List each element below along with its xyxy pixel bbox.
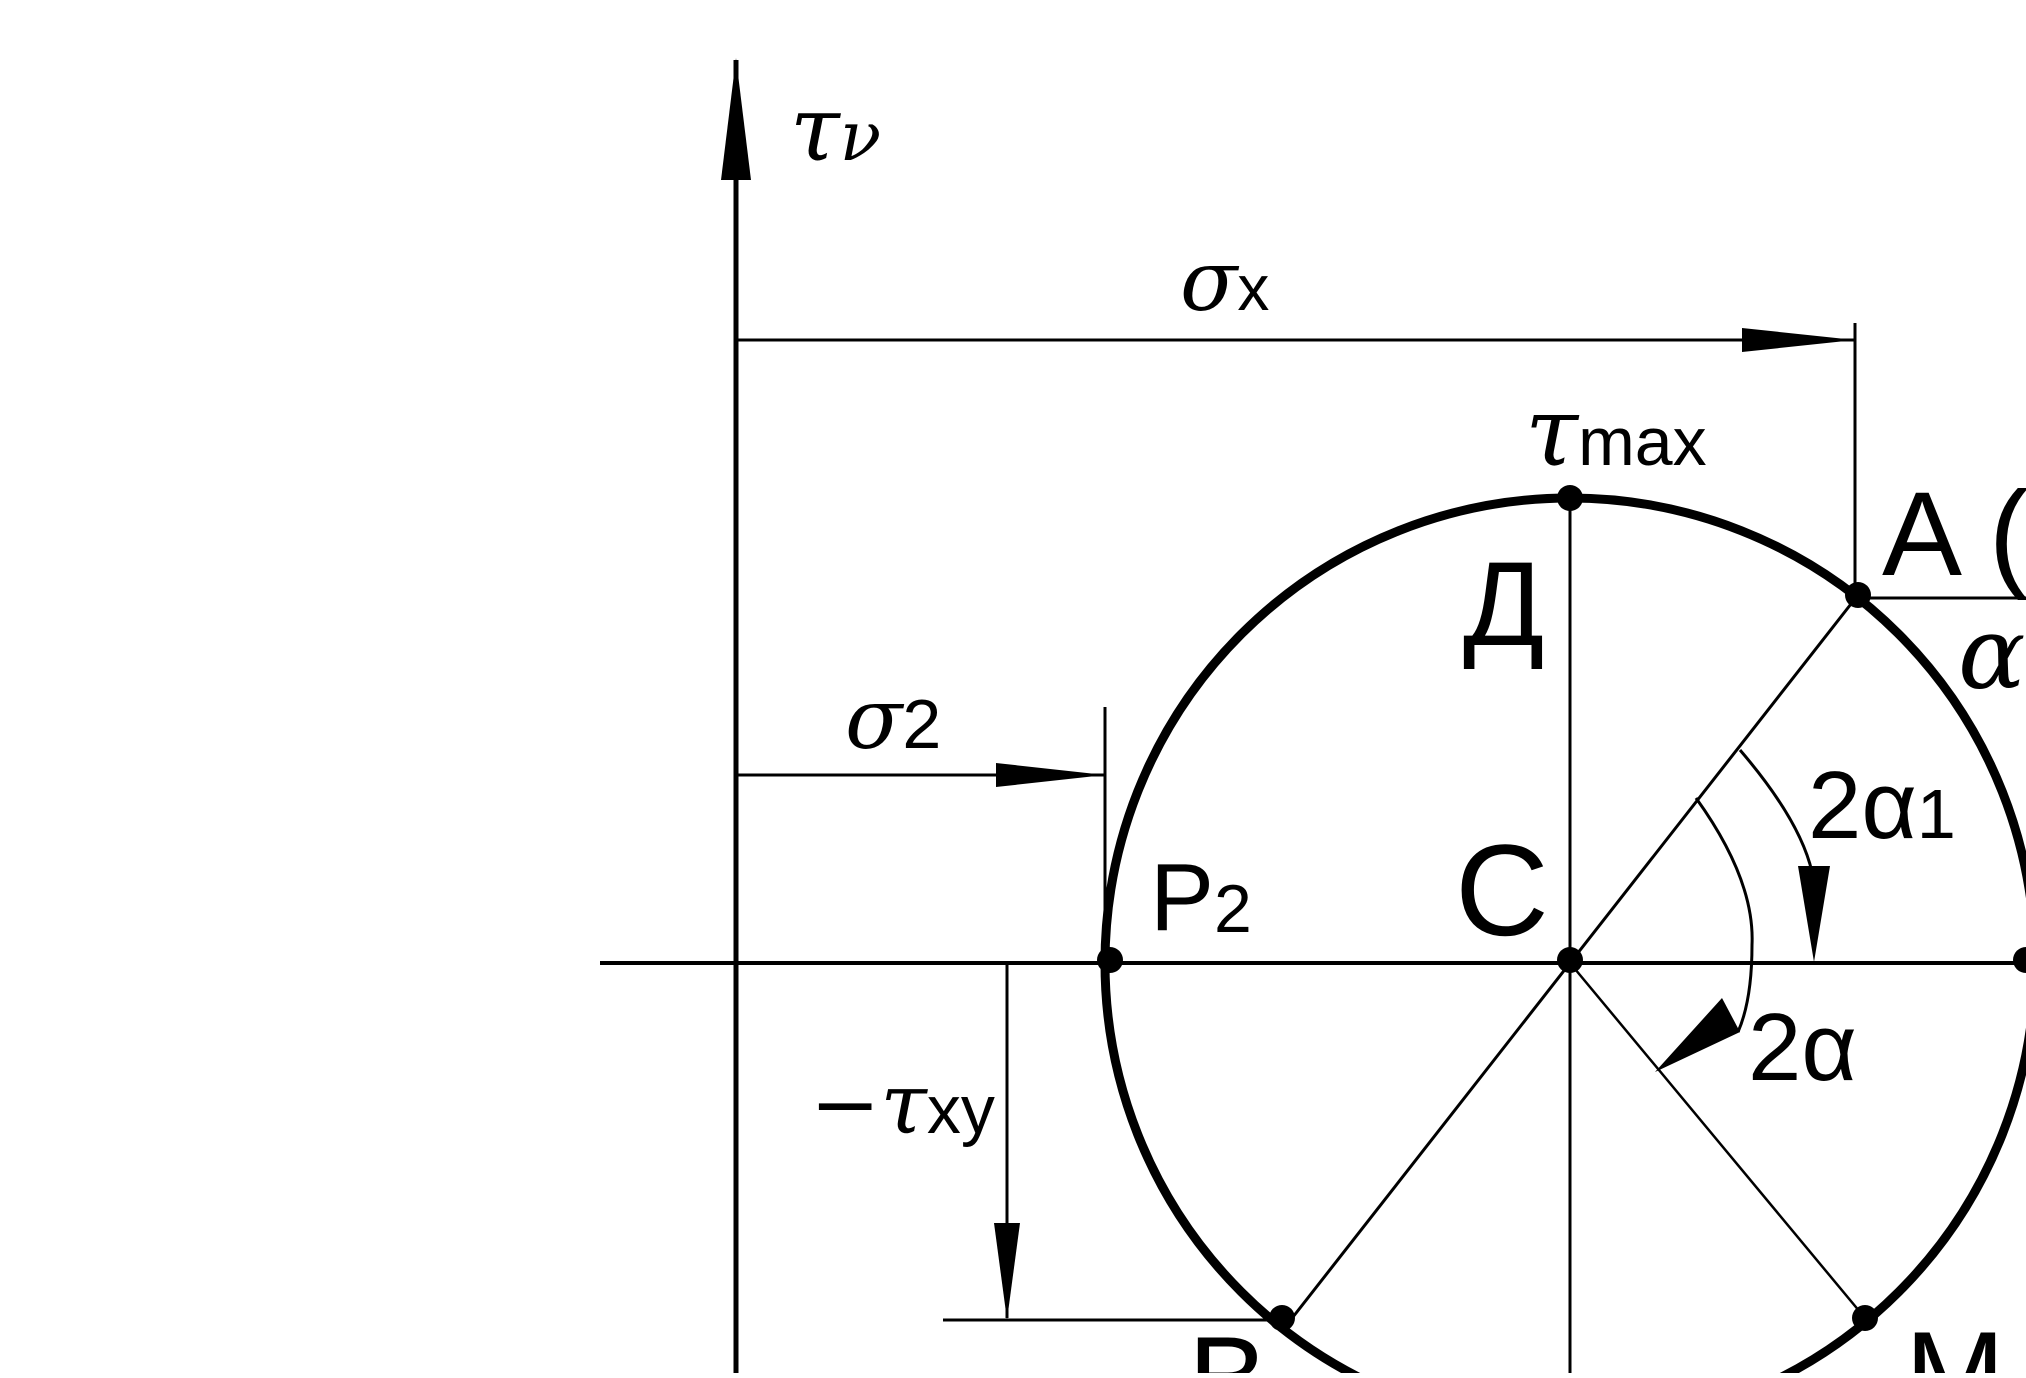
point-a-label: A ( <box>1882 467 2026 601</box>
angle-2a-label: 2α <box>1748 994 1857 1101</box>
angle-2a1-arc <box>1738 749 1814 873</box>
tau-xy-label: −τxy <box>810 1055 995 1153</box>
alpha-label: α <box>1958 595 2026 712</box>
point-d-label: Д <box>1463 537 1544 671</box>
angle-2a1-label: 2α1 <box>1808 752 1956 859</box>
point-marker-m <box>1852 1305 1878 1331</box>
sigma-x-arrow <box>1742 328 1855 352</box>
tau-axis-label: τν <box>790 77 881 182</box>
angle-2a-arrow <box>1655 998 1740 1072</box>
angle-2a-arc <box>1694 797 1754 1033</box>
sigma-x-label: σx <box>1180 232 1269 330</box>
point-b-label: B <box>1188 1312 1268 1373</box>
radius-c-m <box>1569 962 1866 1319</box>
sigma-2-label: σ2 <box>845 670 941 768</box>
point-p2-label: P2 <box>1150 844 1252 951</box>
point-marker-p1 <box>2013 947 2026 973</box>
tau-axis-arrow <box>721 58 751 180</box>
point-c-label: C <box>1455 817 1549 963</box>
tau-xy-arrow <box>994 1223 1020 1320</box>
point-marker-b <box>1269 1305 1295 1331</box>
point-m-label: M <box>1905 1307 2005 1373</box>
sigma-2-arrow <box>996 763 1105 787</box>
point-marker-a <box>1845 582 1871 608</box>
angle-2a1-arrow <box>1798 866 1830 962</box>
tau-max-label: τmax <box>1525 376 1707 488</box>
point-marker-d <box>1557 485 1583 511</box>
point-marker-p2 <box>1097 947 1123 973</box>
point-marker-c <box>1557 947 1583 973</box>
